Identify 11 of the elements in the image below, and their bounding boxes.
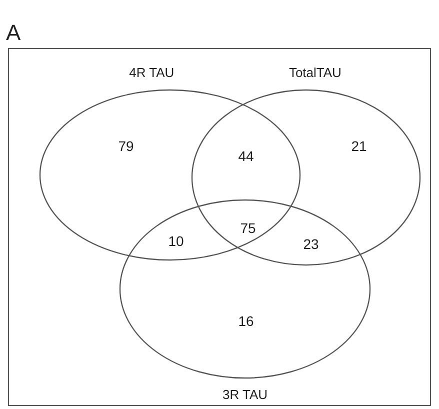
set-label: 4R TAU xyxy=(129,65,174,81)
region-count: 79 xyxy=(118,138,134,154)
region-count: 21 xyxy=(351,138,367,154)
region-count: 16 xyxy=(238,313,254,329)
region-count: 75 xyxy=(240,220,256,236)
region-count: 44 xyxy=(238,148,254,164)
panel-letter: A xyxy=(6,22,21,44)
set-label: TotalTAU xyxy=(288,65,342,81)
region-count: 23 xyxy=(303,236,319,252)
region-count: 10 xyxy=(168,233,184,249)
set-label: 3R TAU xyxy=(222,387,268,403)
